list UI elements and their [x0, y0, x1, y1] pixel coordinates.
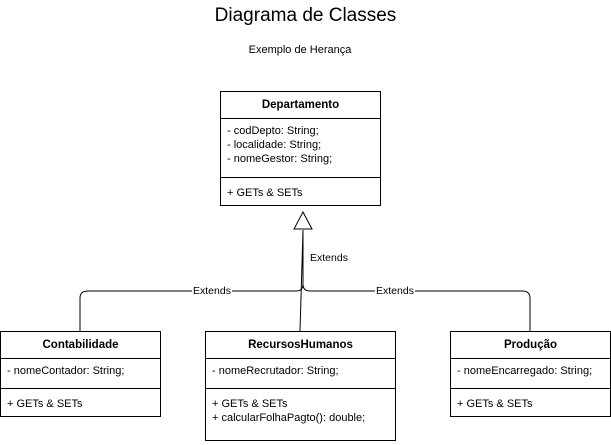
diagram-subtitle: Exemplo de Herança [248, 44, 352, 56]
class-name: Produção [451, 332, 610, 359]
edge-label-center: Extends [309, 252, 349, 264]
class-producao[interactable]: Produção - nomeEncarregado: String; + GE… [450, 331, 611, 417]
attribute: - nomeEncarregado: String; [457, 365, 593, 377]
operation: + GETs & SETs [227, 187, 303, 199]
attribute: - localidade: String; [227, 139, 322, 151]
class-contabilidade[interactable]: Contabilidade - nomeContador: String; + … [0, 331, 161, 417]
operation: + calcularFolhaPagto(): double; [212, 412, 366, 424]
edge-contabilidade [79, 230, 304, 331]
class-operations: + GETs & SETs [221, 178, 380, 206]
attribute: - nomeRecrutador: String; [212, 365, 339, 377]
edge-producao [302, 230, 531, 331]
attribute: - nomeGestor: String; [227, 153, 333, 165]
class-departamento[interactable]: Departamento - codDepto: String; - local… [220, 91, 381, 206]
class-name: Contabilidade [1, 332, 160, 359]
class-operations: + GETs & SETs [451, 389, 610, 417]
class-attributes: - nomeContador: String; [1, 359, 160, 389]
class-name: Departamento [221, 92, 380, 119]
class-operations: + GETs & SETs [1, 389, 160, 417]
class-attributes: - codDepto: String; - localidade: String… [221, 119, 380, 178]
attribute: - nomeContador: String; [7, 365, 125, 377]
diagram-title: Diagrama de Classes [214, 5, 397, 26]
attribute: - codDepto: String; [227, 125, 319, 137]
class-attributes: - nomeRecrutador: String; [206, 359, 395, 389]
inheritance-arrowhead [293, 210, 313, 230]
class-attributes: - nomeEncarregado: String; [451, 359, 610, 389]
operation: + GETs & SETs [212, 398, 288, 410]
operation: + GETs & SETs [7, 398, 83, 410]
class-operations: + GETs & SETs + calcularFolhaPagto(): do… [206, 389, 395, 431]
edge-label-right: Extends [375, 285, 415, 297]
edge-label-left: Extends [192, 285, 232, 297]
operation: + GETs & SETs [457, 398, 533, 410]
class-recursoshumanos[interactable]: RecursosHumanos - nomeRecrutador: String… [205, 331, 396, 441]
class-name: RecursosHumanos [206, 332, 395, 359]
